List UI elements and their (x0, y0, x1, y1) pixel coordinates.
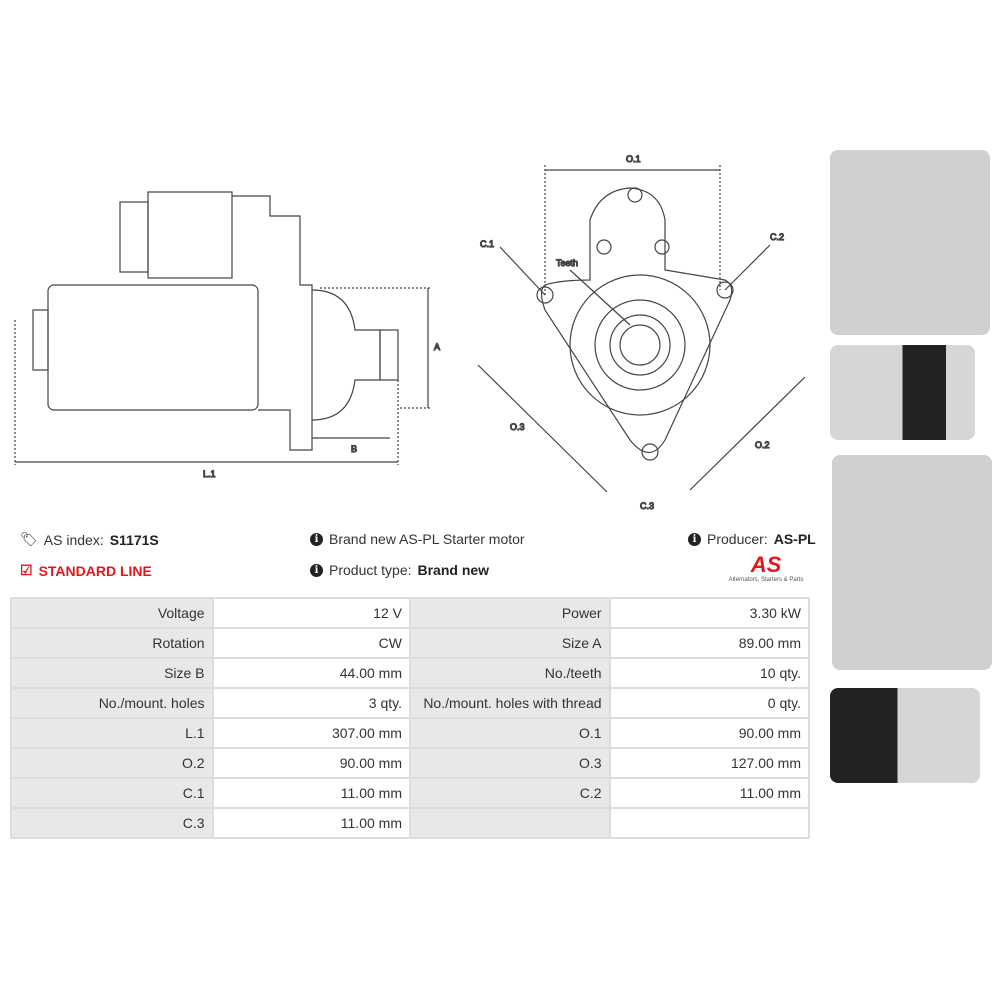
product-photo-side (830, 345, 975, 440)
spec-label: O.3 (408, 747, 611, 779)
product-type-value: Brand new (417, 562, 490, 578)
as-index-value: S1171S (109, 531, 159, 548)
as-index: 🏷 AS index: S1171S (20, 531, 159, 548)
spec-label: No./mount. holes (10, 687, 214, 719)
standard-line-badge: ☑ STANDARD LINE (20, 562, 152, 579)
spec-value (608, 807, 811, 839)
spec-value: 90.00 mm (608, 717, 811, 749)
spec-label: C.1 (10, 777, 214, 809)
spec-label: Rotation (10, 627, 214, 659)
c1-label: C.1 (480, 239, 494, 249)
spec-label: L.1 (10, 717, 214, 749)
a-label: A (434, 342, 440, 352)
description: i Brand new AS-PL Starter motor (310, 531, 525, 547)
spec-value: 12 V (211, 597, 411, 629)
spec-label (408, 807, 611, 839)
description-text: Brand new AS-PL Starter motor (329, 531, 525, 547)
spec-value: 11.00 mm (211, 807, 411, 839)
spec-label: Size A (408, 627, 611, 659)
line-label: STANDARD LINE (38, 562, 152, 579)
c3-label: C.3 (640, 501, 654, 511)
producer: i Producer: AS-PL (688, 531, 816, 547)
checkbox-icon: ☑ (20, 562, 33, 578)
product-type-label: Product type: (329, 562, 412, 578)
spec-value: 307.00 mm (211, 717, 411, 749)
as-pl-logo: AS Alternators, Starters & Parts (720, 552, 812, 584)
spec-label: Size B (10, 657, 214, 689)
spec-value: 11.00 mm (608, 777, 811, 809)
logo-tagline: Alternators, Starters & Parts (728, 577, 804, 583)
spec-label: O.1 (408, 717, 611, 749)
technical-drawing: L.1 B A O.1 C.1 C.2 Teeth O.3 O.2 C.3 (14, 153, 806, 512)
spec-value: 90.00 mm (211, 747, 411, 779)
front-view-drawing (477, 165, 806, 493)
spec-value: 0 qty. (608, 687, 811, 719)
product-type: i Product type: Brand new (310, 562, 489, 578)
spec-value: 44.00 mm (211, 657, 411, 689)
info-icon: i (310, 532, 323, 546)
product-photo-side-2 (830, 688, 980, 783)
b-label: B (351, 444, 357, 454)
logo-mark: AS (750, 552, 782, 577)
as-index-label: AS index: (43, 531, 104, 548)
o3-label: O.3 (510, 422, 525, 432)
spec-value: 3 qty. (211, 687, 411, 719)
product-photo-front (830, 150, 990, 335)
spec-label: O.2 (10, 747, 214, 779)
spec-label: No./mount. holes with thread (408, 687, 611, 719)
product-photo-rear (832, 455, 992, 670)
c2-label: C.2 (770, 232, 784, 242)
side-view-drawing (14, 191, 432, 465)
spec-label: Power (408, 597, 611, 629)
spec-value: 89.00 mm (608, 627, 811, 659)
spec-value: 127.00 mm (608, 747, 811, 779)
spec-label: Voltage (10, 597, 214, 629)
info-icon: i (310, 563, 323, 577)
spec-label: C.2 (408, 777, 611, 809)
spec-value: 10 qty. (608, 657, 811, 689)
l1-label: L.1 (203, 469, 216, 479)
teeth-label: Teeth (556, 258, 578, 268)
o2-label: O.2 (755, 440, 770, 450)
o1-label: O.1 (626, 154, 641, 164)
producer-value: AS-PL (773, 531, 816, 547)
spec-value: CW (211, 627, 411, 659)
tag-icon: 🏷 (20, 531, 38, 547)
spec-value: 3.30 kW (608, 597, 811, 629)
producer-label: Producer: (707, 531, 768, 547)
spec-label: No./teeth (408, 657, 611, 689)
spec-value: 11.00 mm (211, 777, 411, 809)
spec-label: C.3 (10, 807, 214, 839)
info-icon: i (688, 532, 701, 546)
